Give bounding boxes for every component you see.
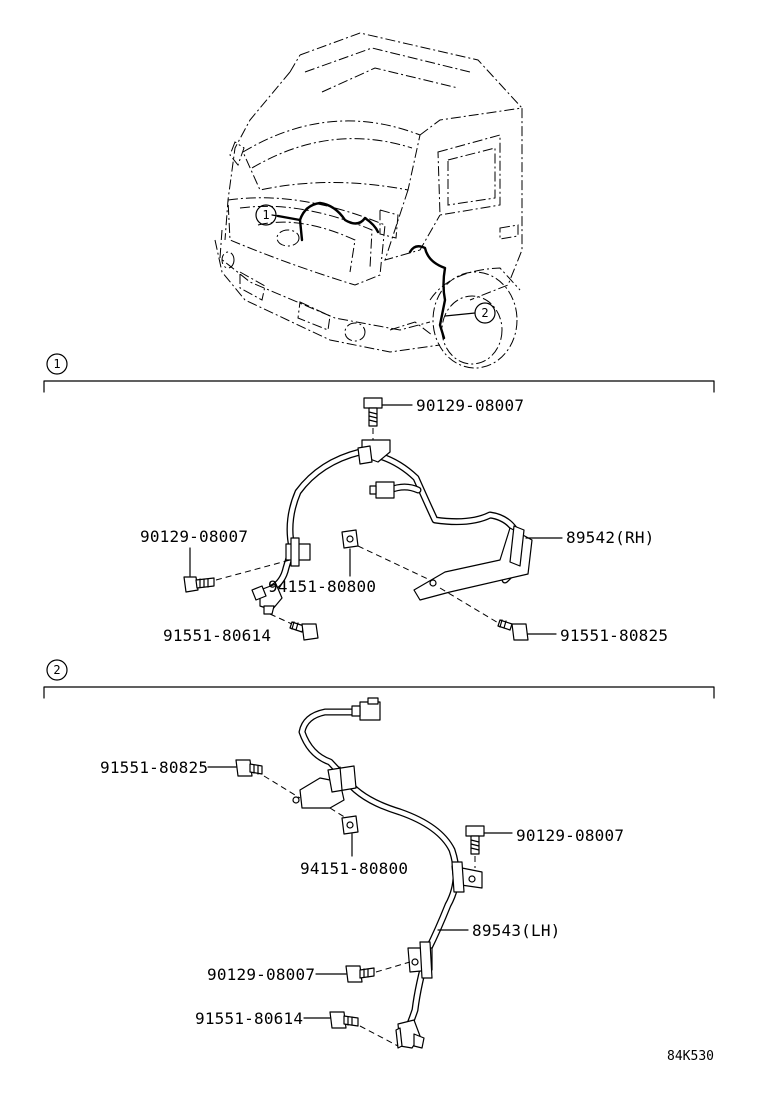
section-2-marker-number: 2 — [53, 663, 60, 677]
speed-sensor-lh — [292, 697, 483, 1049]
callout-2 — [474, 302, 496, 324]
label-bolt-left: 90129-08007 — [140, 527, 248, 546]
label-bolt-top: 90129-08007 — [416, 396, 524, 415]
section-2-marker — [46, 659, 68, 681]
label-screw-right: 91551-80825 — [560, 626, 668, 645]
section-1: 1 — [43, 353, 715, 645]
screw-91551-bottom: 91551-80614 — [195, 1009, 399, 1047]
label-screw-top: 91551-80825 — [100, 758, 208, 777]
section-2: 2 — [43, 659, 715, 1049]
bolt-90129-left-lh: 90129-08007 — [207, 961, 411, 984]
bolt-90129-left: 90129-08007 — [140, 527, 291, 593]
label-bolt-right: 90129-08007 — [516, 826, 624, 845]
truck-cab-illustration: 1 2 — [214, 32, 523, 369]
label-screw-bottom: 91551-80614 — [195, 1009, 303, 1028]
label-grommet: 94151-80800 — [268, 577, 376, 596]
speed-sensor-rh — [251, 439, 533, 615]
grommet-94151: 94151-80800 — [268, 529, 431, 596]
screw-91551-right: 91551-80825 — [439, 587, 668, 645]
label-screw-left: 91551-80614 — [163, 626, 271, 645]
callout-1-number: 1 — [262, 208, 269, 222]
bolt-90129-right: 90129-08007 — [465, 825, 624, 868]
section-1-marker — [46, 353, 68, 375]
callout-1 — [255, 204, 277, 226]
section-1-marker-number: 1 — [53, 357, 60, 371]
label-sensor-rh: 89542(RH) — [566, 528, 655, 547]
label-bolt-left-lh: 90129-08007 — [207, 965, 315, 984]
callout-2-number: 2 — [481, 306, 488, 320]
screw-91551-left: 91551-80614 — [163, 613, 319, 645]
bolt-90129-top: 90129-08007 — [363, 396, 524, 440]
section-2-bracket — [43, 686, 715, 699]
screw-91551-top: 91551-80825 — [100, 758, 301, 799]
diagram-code: 84K530 — [667, 1049, 714, 1064]
grommet-94151-lh: 94151-80800 — [300, 807, 408, 878]
section-1-bracket — [43, 380, 715, 393]
label-sensor-lh: 89543(LH) — [472, 921, 561, 940]
label-grommet-lh: 94151-80800 — [300, 859, 408, 878]
